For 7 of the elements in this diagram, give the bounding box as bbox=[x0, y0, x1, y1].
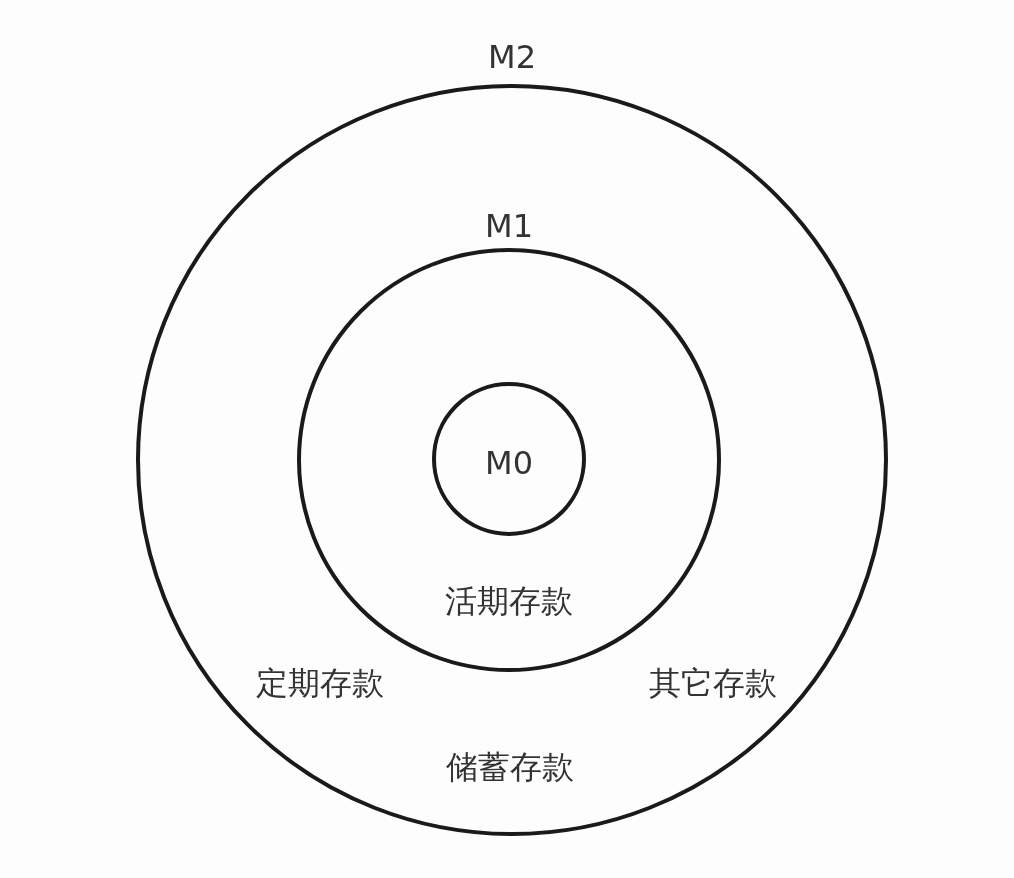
region-label: 储蓄存款 bbox=[446, 751, 574, 783]
region-label: 定期存款 bbox=[256, 667, 384, 699]
region-label: 其它存款 bbox=[649, 667, 777, 699]
circle-label: M2 bbox=[488, 41, 536, 73]
circle-label: M1 bbox=[485, 210, 533, 242]
region-label: 活期存款 bbox=[445, 585, 573, 617]
circle-label: M0 bbox=[485, 447, 533, 479]
